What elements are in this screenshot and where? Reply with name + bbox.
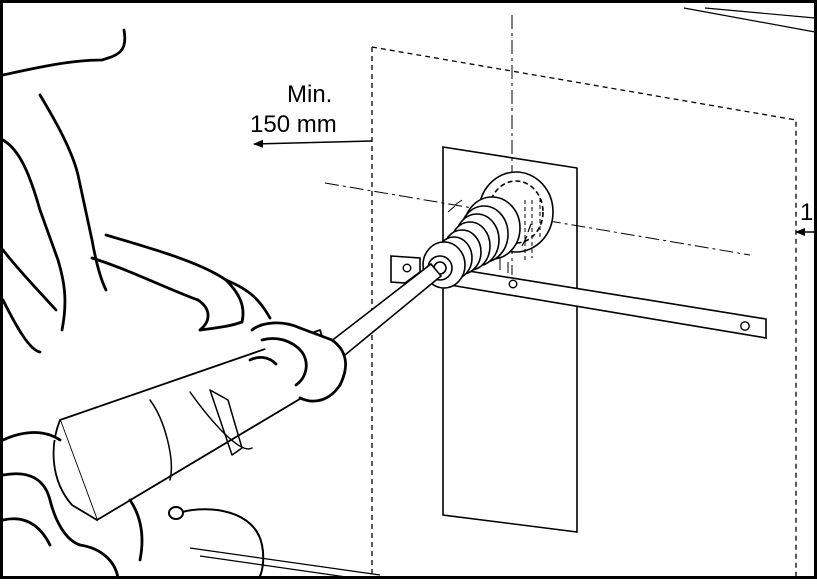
drill-cable bbox=[168, 506, 265, 580]
core-bit bbox=[422, 171, 554, 289]
mounting-bar bbox=[390, 255, 767, 339]
operator-figure bbox=[1, 28, 347, 580]
distance-label: 150 mm bbox=[250, 111, 337, 138]
clearance-arrow-left bbox=[253, 139, 373, 148]
center-lines bbox=[324, 15, 751, 275]
min-label: Min. bbox=[287, 81, 332, 108]
wall-edge-lines bbox=[683, 7, 816, 33]
right-distance-label-partial: 1 bbox=[800, 199, 813, 226]
floor-lines bbox=[189, 547, 381, 580]
